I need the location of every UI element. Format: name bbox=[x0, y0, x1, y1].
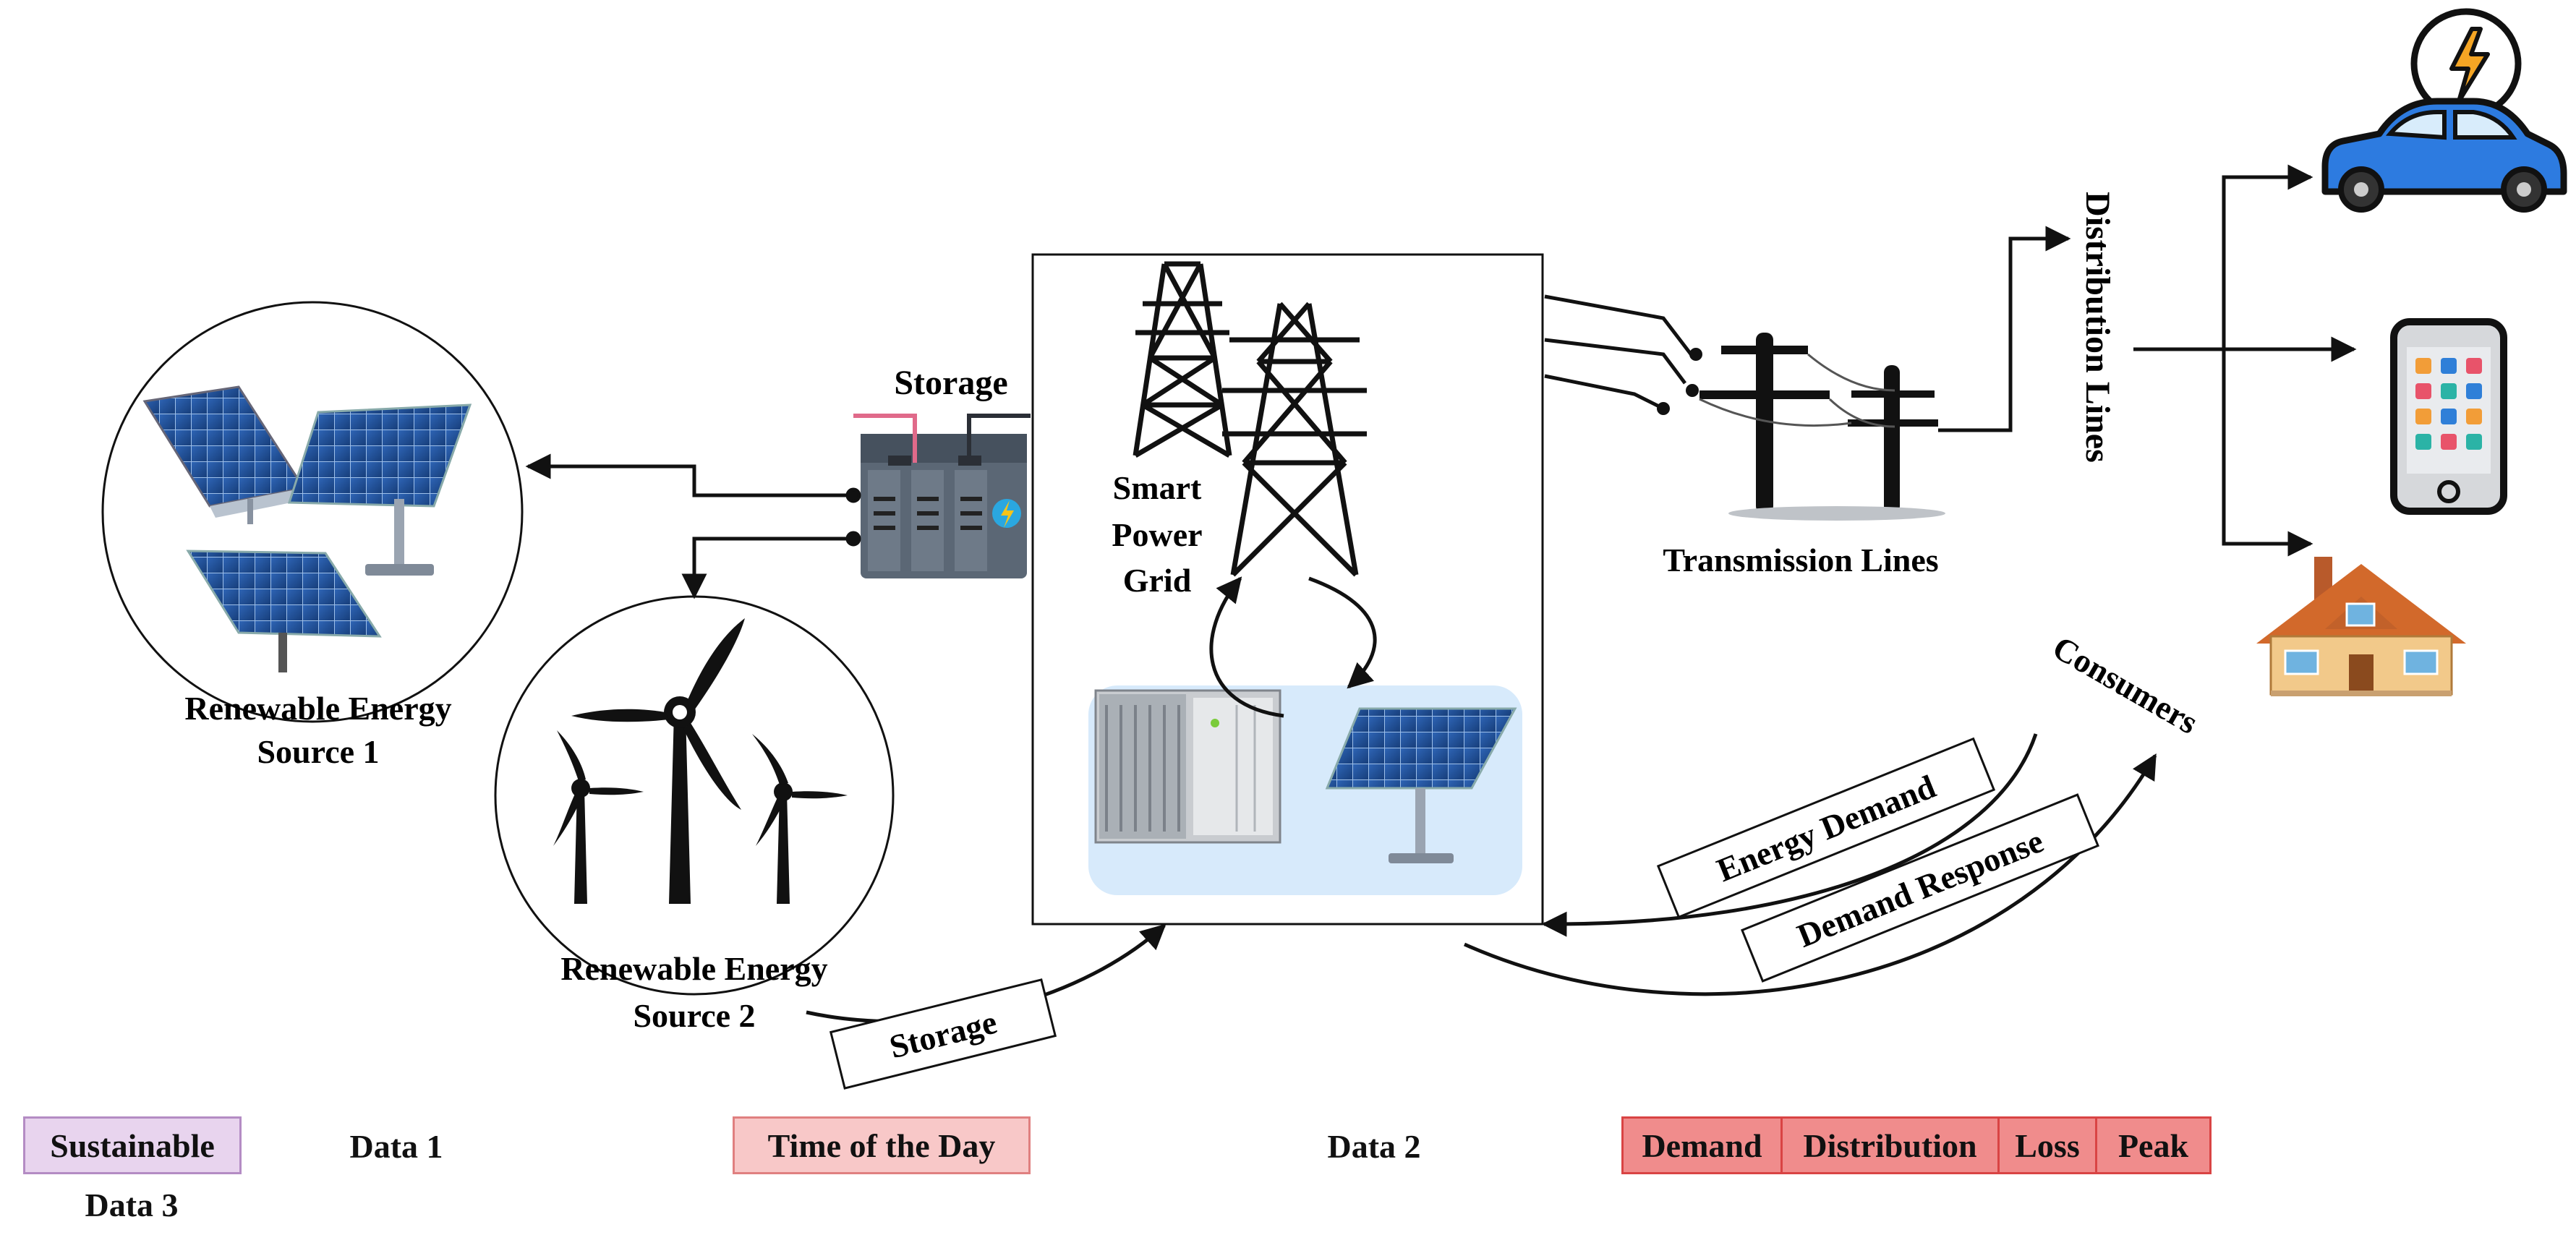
grid-exchange-arrows bbox=[1209, 576, 1377, 718]
source-1-label-line1: Renewable Energy bbox=[184, 690, 451, 727]
transmission-to-distribution-arrow bbox=[1938, 226, 2071, 432]
house-icon bbox=[2256, 557, 2466, 696]
smartphone-icon bbox=[2390, 318, 2507, 515]
source-1-label-line2: Source 1 bbox=[257, 733, 379, 770]
legend-sustainable: Sustainable bbox=[23, 1116, 242, 1174]
legend-metric-demand: Demand bbox=[1624, 1119, 1783, 1172]
legend-metrics: Demand Distribution Loss Peak bbox=[1621, 1116, 2212, 1174]
storage-battery-icon bbox=[853, 414, 1031, 578]
transmission-tower-icon bbox=[1133, 261, 1367, 577]
electric-car-icon bbox=[2321, 8, 2567, 213]
legend-metric-peak: Peak bbox=[2117, 1127, 2189, 1164]
transmission-lines-icon bbox=[1544, 294, 1945, 521]
legend-metric-distribution: Distribution bbox=[1783, 1119, 2000, 1172]
legend-data3: Data 3 bbox=[85, 1187, 179, 1223]
smart-grid-label-line3: Grid bbox=[1123, 562, 1192, 599]
legend-metric-loss: Loss bbox=[2000, 1119, 2097, 1172]
renewable-source-1-solar-icon bbox=[101, 301, 524, 723]
legend-data2: Data 2 bbox=[1327, 1128, 1421, 1165]
smart-grid-label-line2: Power bbox=[1112, 516, 1202, 553]
storage-connectors bbox=[525, 453, 861, 599]
distribution-lines-label: Distribution Lines bbox=[2078, 192, 2117, 463]
distribution-to-consumers-arrows bbox=[2133, 164, 2357, 557]
storage-top-label: Storage bbox=[894, 364, 1007, 402]
transmission-lines-label: Transmission Lines bbox=[1663, 542, 1938, 578]
smart-grid-label-line1: Smart bbox=[1113, 469, 1202, 506]
source-2-label-line1: Renewable Energy bbox=[560, 950, 827, 987]
source-2-label-line2: Source 2 bbox=[633, 997, 755, 1034]
legend-data1: Data 1 bbox=[349, 1128, 443, 1165]
renewable-source-2-wind-icon bbox=[494, 595, 895, 996]
storage-flow-tag: Storage bbox=[829, 978, 1057, 1090]
consumers-label: Consumers bbox=[2047, 628, 2204, 740]
legend-time-of-day: Time of the Day bbox=[733, 1116, 1031, 1174]
grid-storage-solar-panel bbox=[1088, 685, 1522, 895]
